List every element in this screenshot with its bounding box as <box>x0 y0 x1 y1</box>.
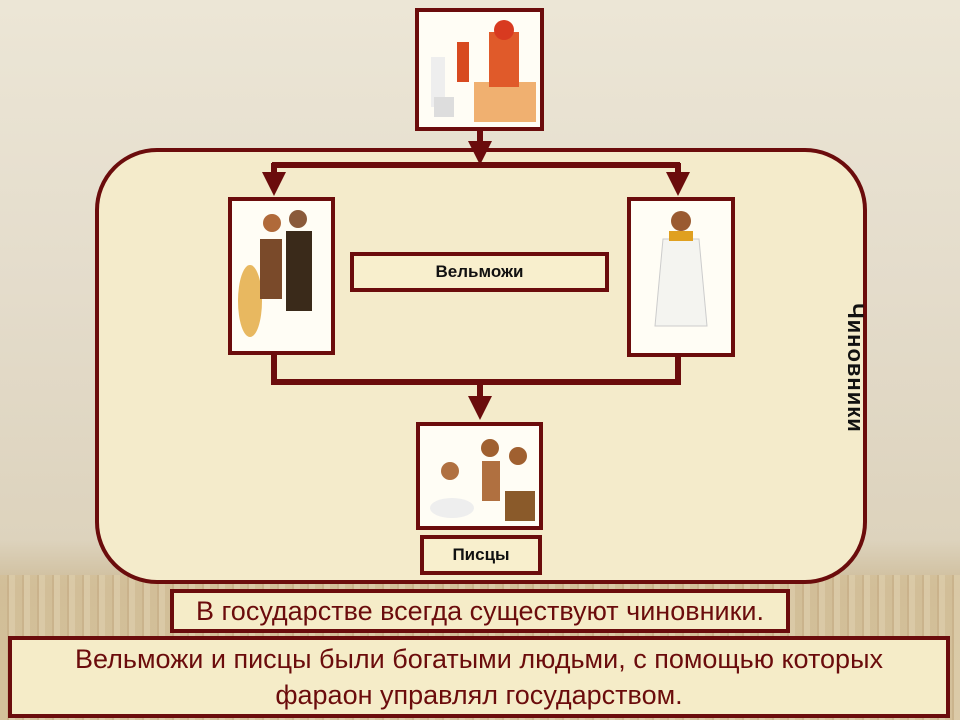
pharaoh-image <box>415 8 544 131</box>
caption-overlay-text: В государстве всегда существуют чиновник… <box>196 596 764 626</box>
caption-overlay-box: В государстве всегда существуют чиновник… <box>170 589 790 633</box>
warriors-image <box>228 197 335 355</box>
scribes-label: Писцы <box>420 535 542 575</box>
caption-text: Вельможи и писцы были богатыми людьми, с… <box>75 644 883 710</box>
officials-label: Чиновники <box>843 303 868 433</box>
caption-box: Вельможи и писцы были богатыми людьми, с… <box>8 636 950 718</box>
nobles-label: Вельможи <box>350 252 609 292</box>
noble-image <box>627 197 735 357</box>
scribes-image <box>416 422 543 530</box>
